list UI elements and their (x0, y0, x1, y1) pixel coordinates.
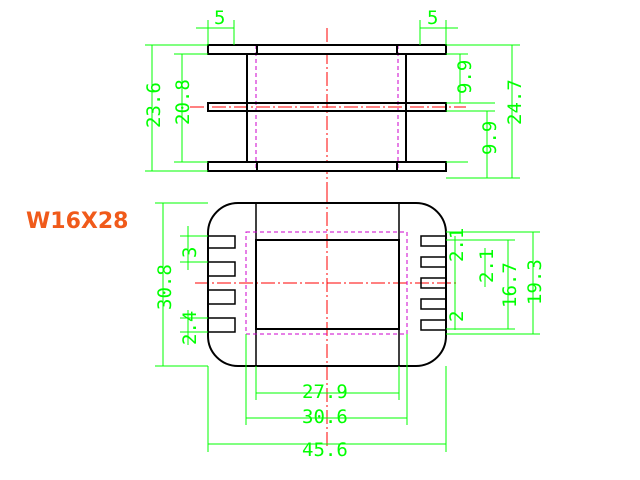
dim-bottom-right-pitch-3: 2 (446, 311, 468, 322)
bottom-window (255, 239, 400, 330)
dim-bottom-outer-height: 19.3 (524, 259, 546, 305)
bottom-right-pins (420, 235, 446, 331)
dim-top-height-outer: 23.6 (143, 82, 165, 128)
dim-top-right-width: 5 (427, 7, 438, 29)
dim-bottom-inner-width: 27.9 (302, 381, 348, 403)
bottom-left-pins (208, 235, 236, 333)
dim-top-total-height: 24.7 (504, 79, 526, 125)
dim-top-left-width: 5 (214, 7, 225, 29)
bottom-view: 30.8 3 2.4 2.1 2.1 2 16.7 19.3 27.9 30.6… (154, 190, 546, 461)
dim-bottom-mid-width: 30.6 (302, 406, 348, 428)
dim-top-lower-gap: 9.9 (479, 121, 501, 155)
dim-bottom-pin-width: 2.4 (179, 311, 201, 345)
top-view: 5 5 23.6 20.8 9.9 9.9 24.7 (143, 7, 526, 190)
bottom-hidden-core (245, 231, 408, 335)
dim-bottom-height: 30.8 (154, 264, 176, 310)
dim-bottom-inner-height: 16.7 (499, 262, 521, 308)
top-upper-window (257, 46, 397, 53)
top-lower-window (257, 163, 397, 170)
dim-top-upper-gap: 9.9 (454, 60, 476, 94)
bottom-outer-body (207, 202, 447, 367)
model-title: W16X28 (26, 209, 128, 234)
bottom-dimension-lines (155, 202, 540, 452)
dim-bottom-pitch-top: 3 (179, 247, 201, 258)
top-middle-flange (207, 102, 447, 112)
dim-bottom-right-pitch-1: 2.1 (446, 228, 468, 262)
top-dimension-lines (145, 20, 520, 179)
dim-bottom-total-width: 45.6 (302, 439, 348, 461)
dim-top-height-inner: 20.8 (172, 79, 194, 125)
dim-bottom-right-pitch-2: 2.1 (476, 249, 498, 283)
